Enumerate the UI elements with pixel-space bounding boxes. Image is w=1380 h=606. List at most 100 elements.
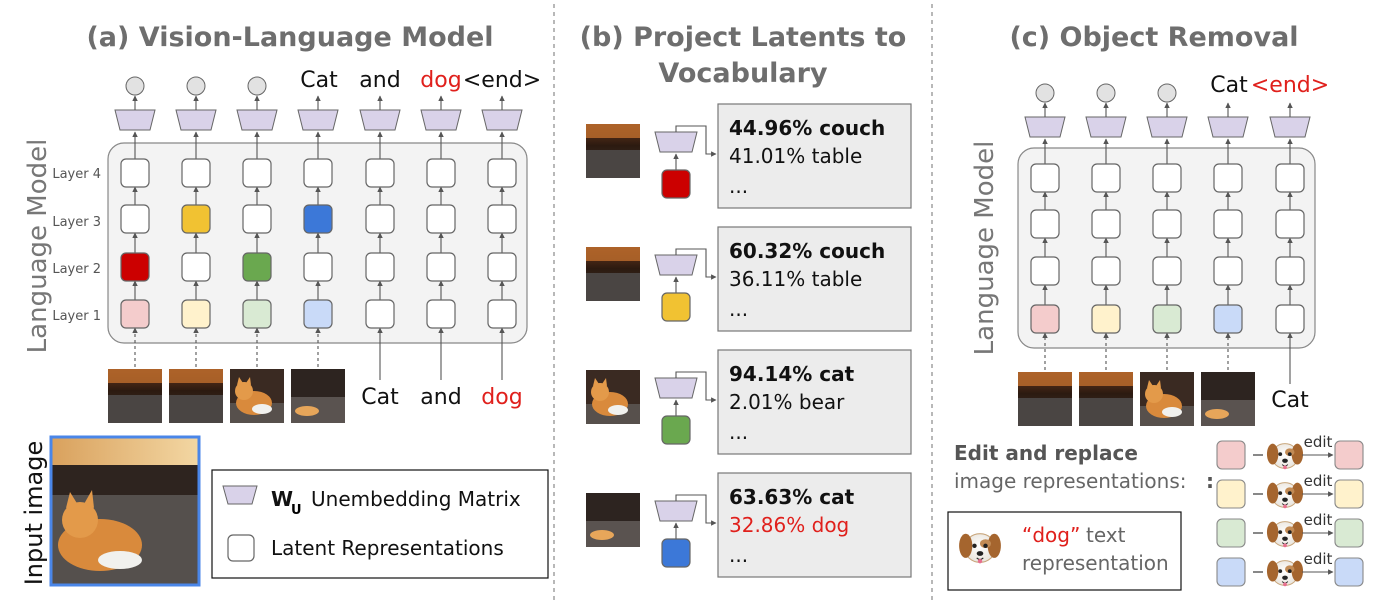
- output-circle: [125, 76, 145, 96]
- latent-node: [661, 292, 691, 322]
- latent-node: [1030, 256, 1060, 286]
- latent-node: [661, 415, 691, 445]
- latent-node: [487, 204, 517, 234]
- panel-b-title-line1: (b) Project Latents to: [580, 22, 907, 53]
- vocab-top: 60.32% couch: [729, 239, 885, 263]
- latent-node: [1091, 209, 1121, 239]
- legend-w-symbol: W: [271, 487, 293, 511]
- unembedding-block: [236, 109, 278, 131]
- vocab-box: [717, 103, 912, 209]
- latent-node: [487, 252, 517, 282]
- panel-c-title: (c) Object Removal: [1009, 22, 1298, 53]
- input-token: Cat: [361, 385, 399, 410]
- unembedding-block: [1269, 116, 1311, 138]
- unembedding-block: [359, 109, 401, 131]
- input-patch-image: [230, 369, 284, 423]
- patch-image: [586, 124, 640, 178]
- edit-label: edit: [1304, 550, 1333, 568]
- output-circle: [247, 76, 267, 96]
- dog-emoji-icon: [1266, 482, 1304, 509]
- edit-title: Edit and replace: [954, 441, 1138, 465]
- latent-node: [1030, 304, 1060, 334]
- layer-label: Layer 2: [52, 262, 101, 277]
- output-token: <end>: [463, 68, 541, 93]
- latent-node: [1091, 304, 1121, 334]
- input-token: Cat: [1271, 388, 1309, 413]
- input-image: [49, 435, 201, 587]
- panel-b: (b) Project Latents to Vocabulary 44.96%…: [580, 22, 912, 578]
- unembedding-block: [114, 109, 156, 131]
- latent-node: [181, 158, 211, 188]
- output-token: and: [359, 68, 400, 93]
- output-token-red: <end>: [1251, 73, 1329, 98]
- unembedding-block: [654, 254, 698, 276]
- input-token-red: dog: [481, 385, 522, 410]
- latent-grid: [114, 76, 523, 380]
- latent-node: [1152, 256, 1182, 286]
- unembedding-block: [481, 109, 523, 131]
- latent-node: [1091, 163, 1121, 193]
- unembedding-block: [654, 377, 698, 399]
- projection-arrow: [675, 494, 717, 526]
- panel-a-title: (a) Vision-Language Model: [86, 22, 493, 53]
- output-circle: [1157, 83, 1177, 103]
- input-image-label: Input image: [20, 441, 48, 586]
- latent-node: [242, 158, 272, 188]
- latent-node: [303, 204, 333, 234]
- dog-emoji-icon: [1266, 521, 1304, 548]
- latent-node: [1030, 163, 1060, 193]
- output-circle: [186, 76, 206, 96]
- edit-source-latent: [1216, 518, 1246, 548]
- patch-image: [586, 370, 640, 424]
- vocab-top: 63.63% cat: [729, 485, 855, 509]
- vocab-box: [717, 472, 912, 578]
- output-circle: [1096, 83, 1116, 103]
- vocab-second: 32.86% dog: [729, 513, 849, 537]
- latent-node: [1152, 304, 1182, 334]
- vocab-top: 44.96% couch: [729, 116, 885, 140]
- output-token: Cat: [1210, 73, 1248, 98]
- unembedding-block: [1024, 116, 1066, 138]
- projection-arrow: [675, 371, 717, 403]
- unembedding-block: [420, 109, 462, 131]
- latent-node: [426, 299, 456, 329]
- latent-node: [1091, 256, 1121, 286]
- edit-source-latent: [1216, 557, 1246, 587]
- legend-latent-label: Latent Representations: [271, 536, 504, 560]
- layer-label: Layer 1: [52, 309, 101, 324]
- latent-node: [426, 252, 456, 282]
- unembedding-block: [1207, 116, 1249, 138]
- latent-node: [1213, 163, 1243, 193]
- edit-result-latent: [1334, 479, 1364, 509]
- latent-node: [120, 252, 150, 282]
- vocab-second: 41.01% table: [729, 144, 862, 168]
- latent-legend-icon: [227, 534, 255, 562]
- input-patch-image: [108, 369, 162, 423]
- latent-node: [487, 299, 517, 329]
- unembed-legend-icon: [222, 485, 258, 505]
- latent-node: [303, 158, 333, 188]
- latent-node: [1152, 163, 1182, 193]
- latent-node: [365, 299, 395, 329]
- projection-arrow: [675, 248, 717, 280]
- edit-label: edit: [1304, 472, 1333, 490]
- unembedding-block: [297, 109, 339, 131]
- patch-image: [586, 493, 640, 547]
- latent-node: [1030, 209, 1060, 239]
- latent-node: [661, 169, 691, 199]
- projection-arrow: [675, 125, 717, 157]
- vocab-more: ...: [729, 297, 748, 321]
- edit-colon: :: [1206, 469, 1214, 493]
- edit-source-latent: [1216, 479, 1246, 509]
- input-patch-image: [169, 369, 223, 423]
- latent-node: [365, 252, 395, 282]
- legend-box: [211, 469, 549, 579]
- legend-unembed-label: Unembedding Matrix: [311, 487, 521, 511]
- vocab-more: ...: [729, 543, 748, 567]
- panel-c: (c) Object Removal Language Model Cat <e…: [947, 22, 1364, 591]
- vocab-more: ...: [729, 420, 748, 444]
- input-patch-image: [1079, 372, 1133, 426]
- input-patch-image: [1201, 372, 1255, 426]
- unembedding-block: [175, 109, 217, 131]
